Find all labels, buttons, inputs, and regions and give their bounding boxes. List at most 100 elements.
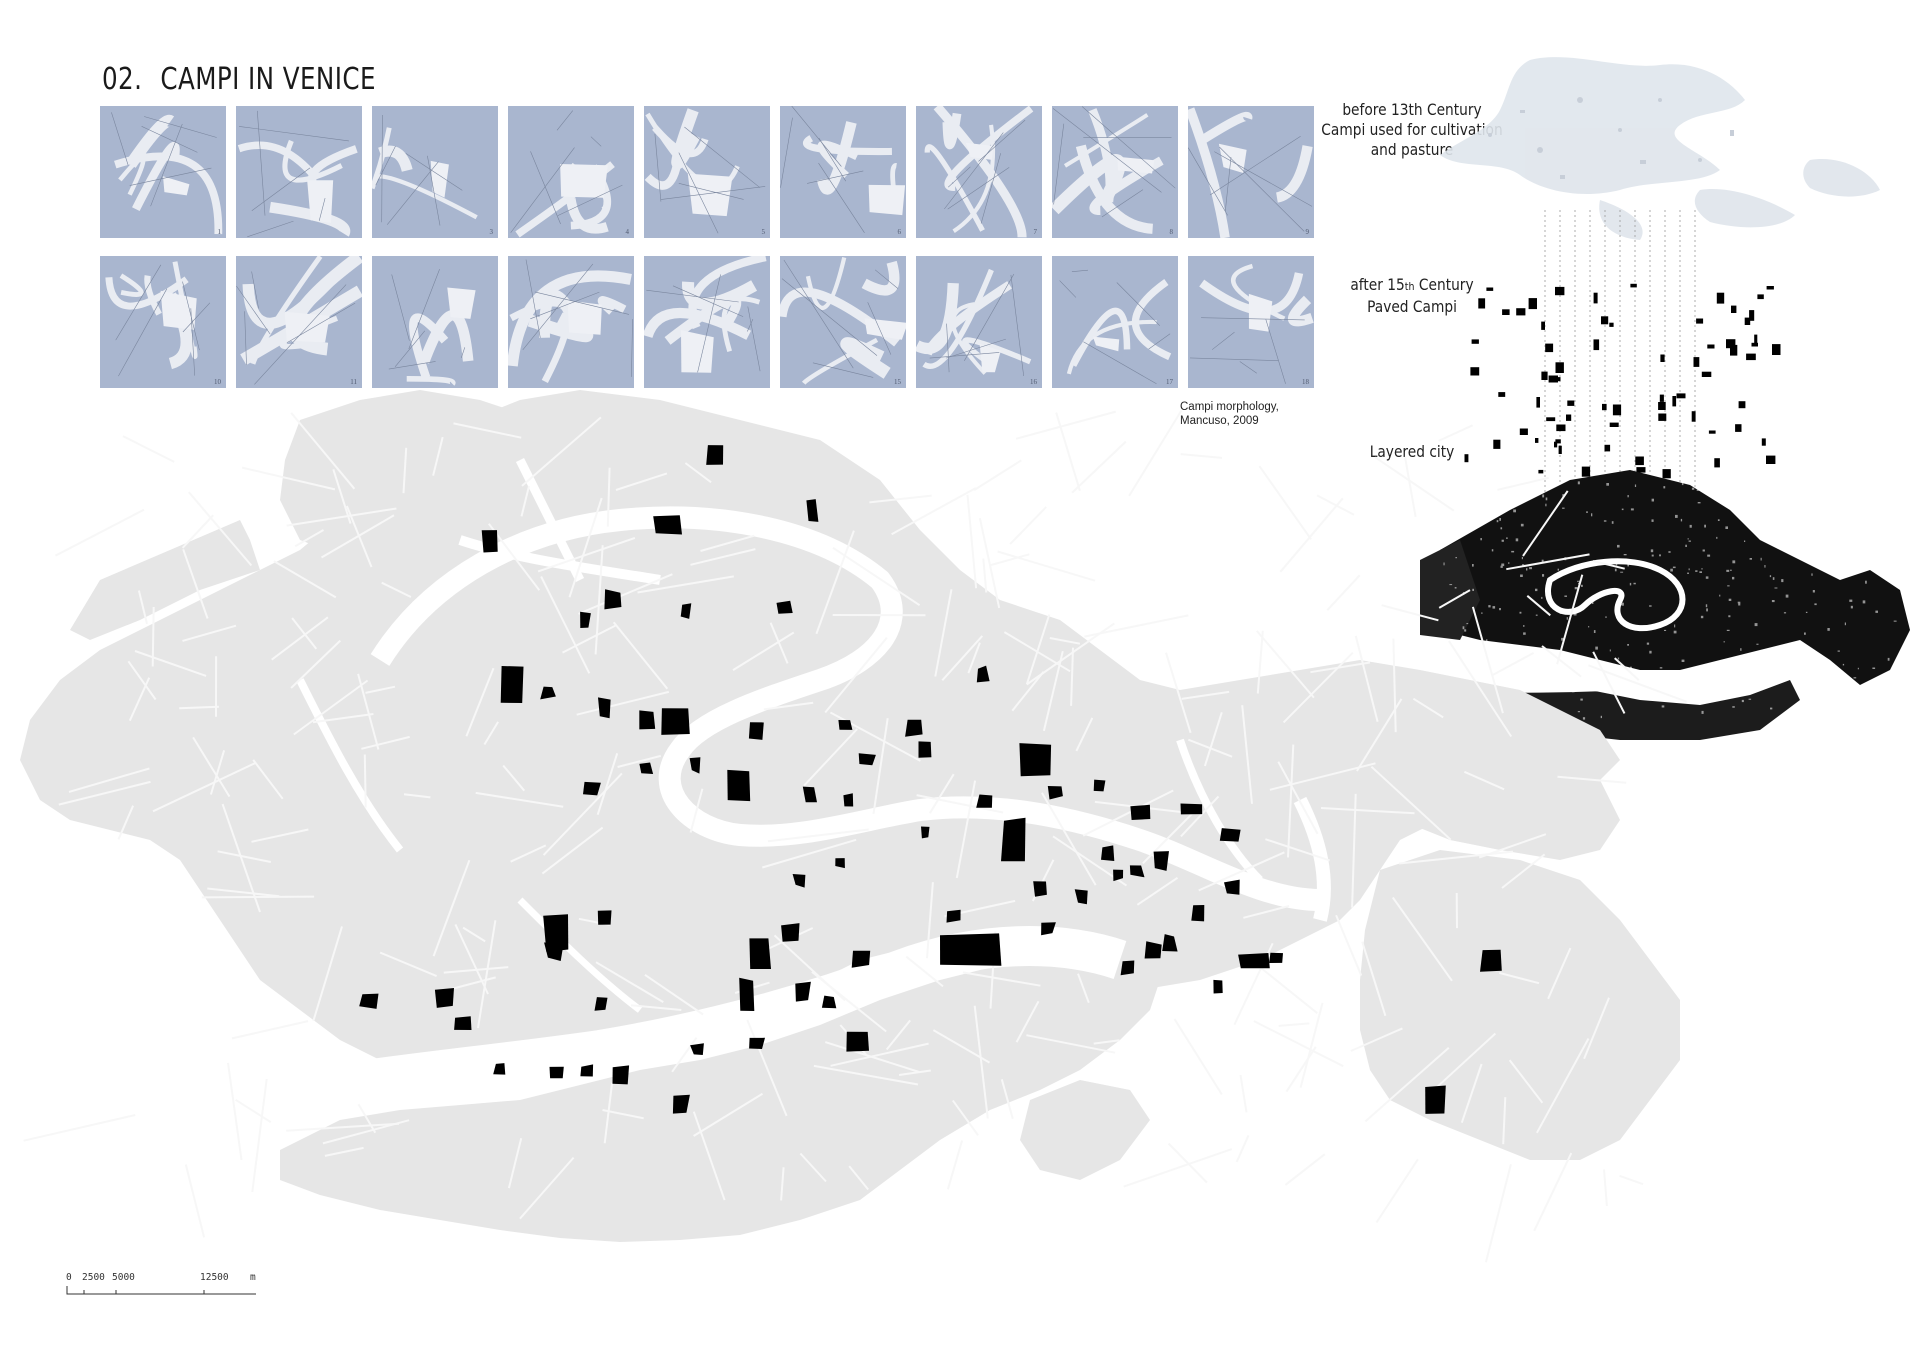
city-texture-speck — [1651, 498, 1654, 502]
city-texture-speck — [1454, 587, 1457, 589]
campo-shape — [359, 993, 379, 1009]
campo-shape — [1219, 828, 1241, 842]
city-texture-speck — [1730, 694, 1732, 697]
campo-shape — [612, 1065, 630, 1085]
title-number: 02. — [102, 62, 143, 97]
campo-thumbnail-plan — [111, 112, 223, 235]
city-texture-speck — [1485, 520, 1489, 522]
layer-after-line-1: after 15th Century — [1300, 275, 1524, 297]
campo-thumbnail: 8 — [1052, 106, 1178, 238]
city-texture-speck — [1699, 571, 1702, 573]
campo-layer-shape — [1548, 375, 1558, 383]
city-texture-speck — [1511, 550, 1515, 553]
campo-shape — [597, 910, 612, 925]
campo-shape — [1180, 803, 1203, 815]
city-texture-speck — [1649, 650, 1652, 654]
city-texture-speck — [1586, 511, 1588, 513]
layer-after-pre: after 15 — [1350, 275, 1405, 294]
city-texture-speck — [1705, 604, 1708, 608]
campo-layer-shape — [1658, 413, 1667, 421]
city-texture-speck — [1687, 687, 1690, 690]
city-texture-speck — [1664, 629, 1667, 631]
city-texture-speck — [1498, 677, 1501, 680]
campo-layer-shape — [1609, 322, 1614, 327]
city-texture-speck — [1595, 646, 1598, 650]
city-texture-speck — [1848, 560, 1852, 564]
thumbnail-number: 8 — [1169, 228, 1174, 236]
city-texture-speck — [1518, 675, 1522, 679]
campo-layer-shape — [1554, 441, 1558, 448]
campo-layer-shape — [1761, 438, 1766, 446]
campo-layer-shape — [1693, 357, 1700, 367]
campo-shape — [639, 762, 654, 774]
city-texture-speck — [1440, 487, 1443, 490]
city-texture-speck — [1591, 513, 1593, 517]
campo-shape — [776, 600, 793, 614]
city-texture-speck — [1770, 707, 1773, 710]
campo-thumbnail-plan — [1059, 269, 1172, 385]
city-texture-speck — [1680, 518, 1683, 522]
city-texture-speck — [1652, 692, 1656, 695]
city-texture-speck — [1759, 530, 1762, 534]
campo-layer-shape — [1604, 444, 1611, 452]
layer-city-texture — [1440, 481, 1900, 722]
city-texture-speck — [1783, 612, 1787, 614]
campo-layer-shape — [1545, 343, 1554, 353]
campo-layer-shape — [1470, 367, 1480, 376]
campo-shape — [806, 499, 819, 522]
campo-thumbnail: 18 — [1188, 256, 1314, 388]
city-texture-speck — [1725, 526, 1728, 529]
campo-layer-shape — [1746, 353, 1756, 361]
campo-thumbnail: 1 — [100, 106, 226, 238]
campo-thumbnail — [644, 256, 770, 388]
city-texture-speck — [1634, 484, 1637, 487]
campo-thumbnail: 11 — [236, 256, 362, 388]
city-texture-speck — [1738, 602, 1741, 606]
campo-shape — [690, 1043, 704, 1055]
city-texture-speck — [1545, 503, 1547, 507]
canal-cannaregio — [515, 457, 585, 583]
venice-land — [20, 390, 1680, 1242]
city-texture-speck — [1772, 577, 1775, 580]
city-texture-speck — [1896, 670, 1899, 674]
city-texture-speck — [1782, 713, 1785, 715]
city-texture-speck — [1582, 717, 1586, 720]
city-texture-speck — [1515, 538, 1519, 542]
city-texture-speck — [1685, 544, 1687, 547]
campo-thumbnail: 7 — [916, 106, 1042, 238]
campo-layer-shape — [1464, 454, 1469, 463]
city-texture-speck — [1514, 686, 1517, 688]
city-texture-speck — [1557, 568, 1559, 571]
city-texture-speck — [1500, 565, 1503, 568]
city-texture-speck — [1472, 564, 1474, 567]
city-texture-speck — [1730, 569, 1732, 571]
city-texture-speck — [1443, 562, 1445, 566]
city-texture-speck — [1734, 511, 1736, 513]
campo-shape — [821, 995, 837, 1009]
grand-canal — [370, 506, 1321, 911]
city-texture-speck — [1844, 709, 1848, 711]
city-texture-speck — [1854, 533, 1857, 537]
canal-west — [296, 678, 404, 853]
layer-before-line-3: and pasture — [1370, 140, 1454, 159]
city-texture-speck — [1732, 706, 1735, 708]
campo-shape — [583, 781, 601, 796]
campo-shape — [1269, 952, 1283, 963]
campo-thumbnail-plan — [780, 106, 906, 233]
city-texture-speck — [1847, 701, 1851, 704]
city-texture-speck — [1496, 520, 1499, 523]
city-texture-speck — [1837, 650, 1840, 652]
campo-shape — [976, 665, 990, 683]
city-texture-speck — [1506, 537, 1508, 539]
city-texture-speck — [1511, 645, 1513, 648]
city-texture-speck — [1519, 611, 1522, 614]
city-texture-speck — [1633, 582, 1636, 585]
scale-label-2500: 2500 — [82, 1272, 105, 1283]
campo-shape — [1480, 949, 1502, 972]
city-texture-speck — [1695, 570, 1698, 572]
city-texture-speck — [1571, 689, 1575, 693]
campo-thumbnail-plan — [237, 110, 358, 238]
thumbnail-number: 1 — [217, 228, 222, 236]
city-texture-speck — [1766, 523, 1768, 526]
